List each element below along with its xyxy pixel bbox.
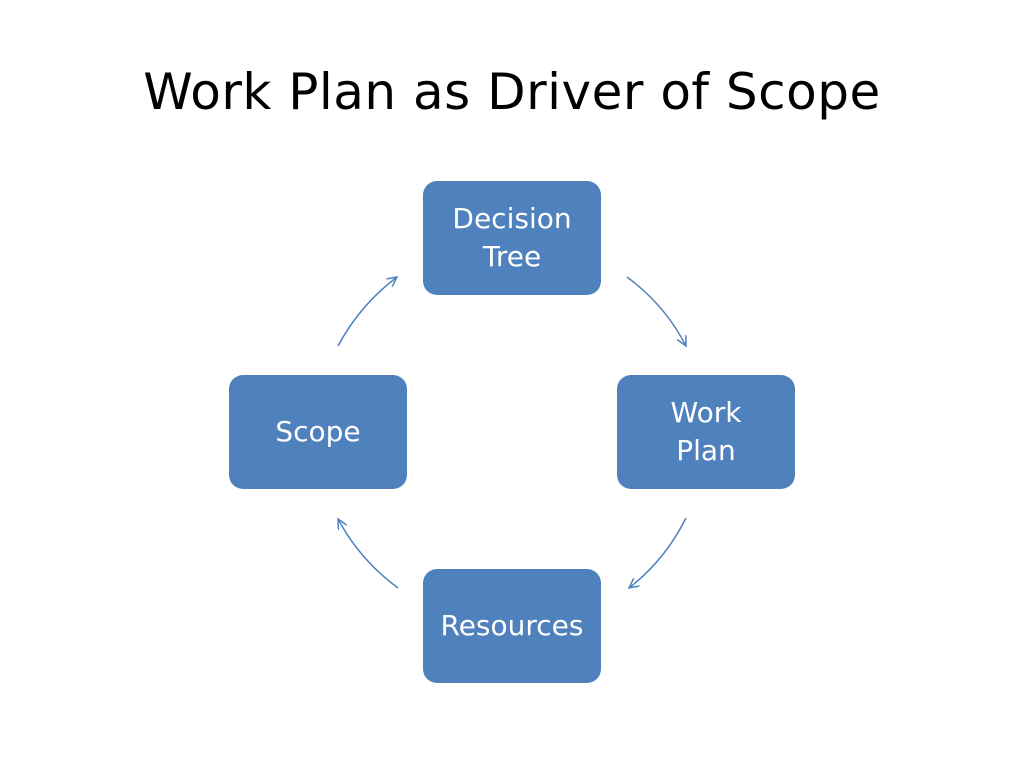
arrow-scope-to-decision — [337, 277, 397, 347]
arrow-decision-to-work — [626, 276, 686, 346]
slide-title: Work Plan as Driver of Scope — [143, 63, 881, 121]
node-scope: Scope — [229, 375, 407, 489]
arrow-resources-to-scope — [338, 519, 399, 589]
node-resources: Resources — [423, 569, 601, 683]
node-work-plan: Work Plan — [617, 375, 795, 489]
node-decision-tree: Decision Tree — [423, 181, 601, 295]
arrow-work-to-resources — [629, 517, 687, 588]
